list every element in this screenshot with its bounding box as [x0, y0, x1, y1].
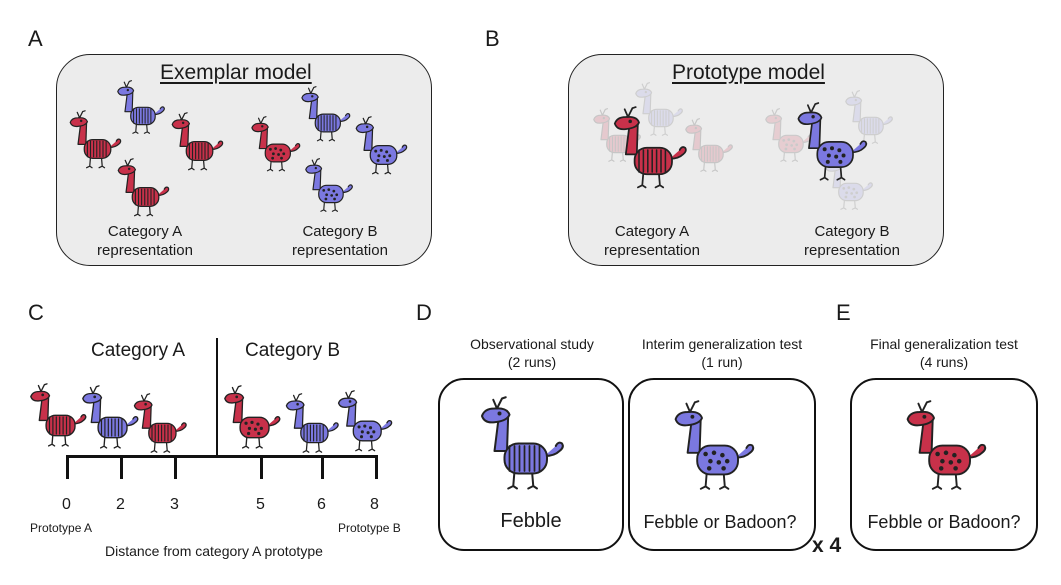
- panel-a-label: A: [28, 26, 43, 51]
- prototype-panel: [568, 54, 944, 266]
- axis-tick-2: [120, 455, 123, 479]
- panel-e-label: E: [836, 300, 851, 325]
- red-creature-stripes: [685, 118, 733, 172]
- axis-tick-5: [260, 455, 263, 479]
- axis-tick-8: [375, 455, 378, 479]
- red-creature-stripes: [613, 106, 687, 189]
- blue-creature-stripes: [285, 393, 339, 453]
- axis-tick-3: [174, 455, 177, 479]
- blue-creature-dots: [337, 390, 393, 452]
- red-creature-stripes: [171, 112, 224, 171]
- blue-creature-stripes: [301, 86, 351, 142]
- panel-c-label: C: [28, 300, 44, 325]
- repeat-multiplier: x 4: [812, 534, 842, 557]
- final-question: Febble or Badoon?: [867, 512, 1021, 532]
- interim-question: Febble or Badoon?: [643, 512, 797, 532]
- tick-label-0: 0: [62, 496, 71, 513]
- tick-label-5: 5: [256, 496, 265, 513]
- red-creature-stripes: [69, 110, 122, 169]
- blue-creature-dots: [674, 400, 755, 490]
- tick-label-3: 3: [170, 496, 179, 513]
- blue-creature-stripes: [481, 396, 564, 490]
- panel-d-label: D: [416, 300, 432, 325]
- panel-b-label: B: [485, 26, 500, 51]
- prototype-title: Prototype model: [672, 61, 825, 84]
- prototype-b-label: Prototype B: [338, 521, 401, 535]
- blue-creature-stripes: [635, 82, 683, 136]
- exemplar-title: Exemplar model: [160, 61, 312, 84]
- red-creature-stripes: [30, 383, 87, 447]
- distance-axis-label: Distance from category A prototype: [105, 543, 323, 559]
- blue-creature-stripes: [117, 80, 165, 134]
- red-creature-dots: [224, 385, 281, 449]
- tick-label-6: 6: [317, 496, 326, 513]
- blue-creature-dots: [305, 158, 353, 212]
- tick-label-8: 8: [370, 496, 379, 513]
- category-divider: [216, 338, 218, 456]
- tick-label-2: 2: [116, 496, 125, 513]
- category-b-heading: Category B: [245, 340, 341, 361]
- red-creature-dots: [906, 400, 987, 490]
- interim-test-header: Interim generalization test(1 run): [641, 336, 803, 370]
- blue-creature-dots: [355, 116, 408, 175]
- study-word: Febble: [500, 510, 562, 532]
- observational-study-header: Observational study(2 runs): [470, 336, 594, 370]
- red-creature-stripes: [133, 393, 187, 453]
- final-test-header: Final generalization test(4 runs): [870, 336, 1018, 370]
- blue-creature-dots: [797, 102, 868, 181]
- distance-axis-line: [66, 455, 378, 458]
- axis-tick-0: [66, 455, 69, 479]
- blue-creature-stripes: [82, 385, 139, 449]
- category-a-heading: Category A: [91, 340, 185, 361]
- red-creature-stripes: [117, 158, 170, 217]
- axis-tick-6: [321, 455, 324, 479]
- prototype-a-label: Prototype A: [30, 521, 93, 535]
- red-creature-dots: [251, 116, 301, 172]
